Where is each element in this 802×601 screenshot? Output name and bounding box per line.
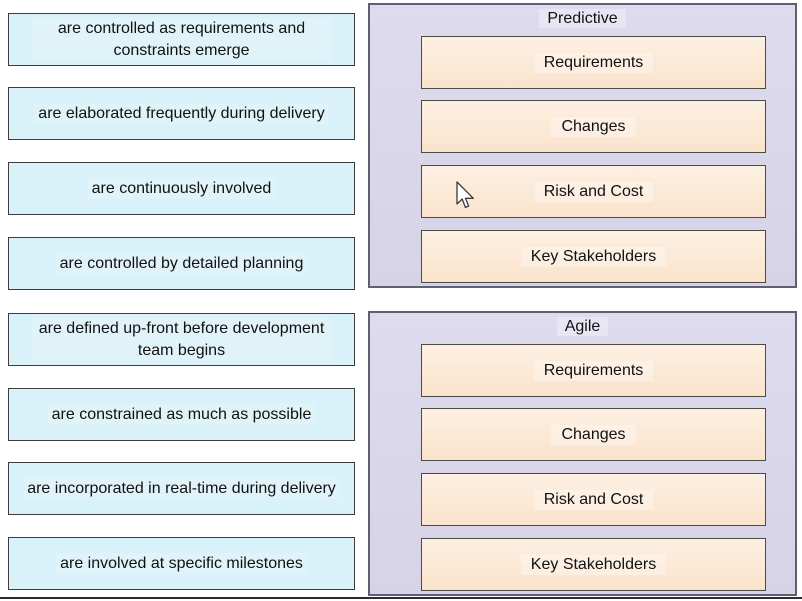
drag-option-label: are controlled as requirements and const… [31, 18, 332, 61]
drop-slot-label: Requirements [533, 52, 654, 73]
drag-option-involved-at-specific-milestones[interactable]: are involved at specific milestones [8, 537, 355, 590]
drag-option-continuously-involved[interactable]: are continuously involved [8, 162, 355, 215]
drop-slot-label: Changes [551, 424, 636, 445]
bottom-frame-line [0, 597, 802, 599]
drag-option-label: are incorporated in real-time during del… [23, 477, 340, 500]
drag-option-controlled-as-requirements-emerge[interactable]: are controlled as requirements and const… [8, 13, 355, 66]
drag-option-label: are elaborated frequently during deliver… [34, 102, 329, 125]
drag-option-label: are defined up-front before development … [31, 318, 332, 361]
drag-option-label: are involved at specific milestones [56, 552, 307, 575]
drop-slot-predictive-risk-and-cost[interactable]: Risk and Cost [421, 165, 766, 218]
panel-title-label: Agile [556, 317, 609, 336]
drop-slot-predictive-requirements[interactable]: Requirements [421, 36, 766, 89]
drop-slot-agile-requirements[interactable]: Requirements [421, 344, 766, 397]
drop-slot-label: Requirements [533, 360, 654, 381]
drop-slot-predictive-key-stakeholders[interactable]: Key Stakeholders [421, 230, 766, 283]
drag-option-label: are controlled by detailed planning [55, 252, 308, 275]
drop-slot-label: Key Stakeholders [520, 246, 667, 267]
drop-slot-agile-key-stakeholders[interactable]: Key Stakeholders [421, 538, 766, 591]
drop-slot-agile-risk-and-cost[interactable]: Risk and Cost [421, 473, 766, 526]
agile-panel: Agile Requirements Changes Risk and Cost… [368, 311, 797, 596]
panel-title-label: Predictive [539, 9, 626, 28]
agile-panel-title: Agile [370, 317, 795, 336]
drag-option-controlled-by-detailed-planning[interactable]: are controlled by detailed planning [8, 237, 355, 290]
drop-slot-label: Risk and Cost [533, 489, 654, 510]
drag-option-constrained-as-much-as-possible[interactable]: are constrained as much as possible [8, 388, 355, 441]
predictive-panel-title: Predictive [370, 9, 795, 28]
drag-option-defined-up-front[interactable]: are defined up-front before development … [8, 313, 355, 366]
drop-slot-label: Risk and Cost [533, 181, 654, 202]
drag-option-label: are continuously involved [87, 177, 276, 200]
drag-option-incorporated-in-real-time[interactable]: are incorporated in real-time during del… [8, 462, 355, 515]
drop-slot-agile-changes[interactable]: Changes [421, 408, 766, 461]
drag-option-elaborated-frequently[interactable]: are elaborated frequently during deliver… [8, 87, 355, 140]
drop-slot-label: Key Stakeholders [520, 554, 667, 575]
drop-slot-predictive-changes[interactable]: Changes [421, 100, 766, 153]
drop-slot-label: Changes [551, 116, 636, 137]
predictive-panel: Predictive Requirements Changes Risk and… [368, 3, 797, 288]
drag-option-label: are constrained as much as possible [47, 403, 316, 426]
